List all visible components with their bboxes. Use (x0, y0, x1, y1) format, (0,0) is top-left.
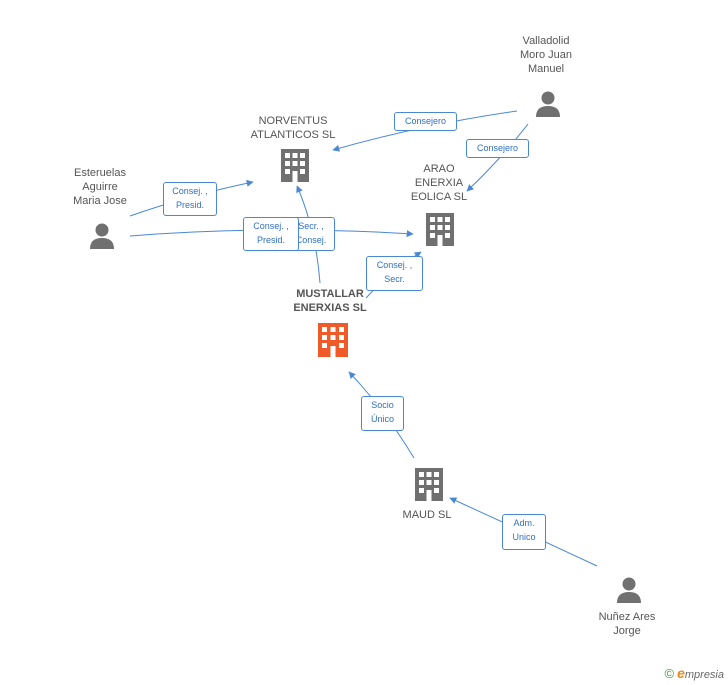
edge-label-valladolid-arao[interactable]: Consejero (466, 139, 529, 158)
brand-name: mpresia (684, 669, 724, 681)
person-icon[interactable] (90, 223, 114, 250)
node-label-esteruelas[interactable]: Esteruelas Aguirre Maria Jose (73, 167, 127, 207)
building-icon[interactable] (281, 149, 309, 182)
edge-label-esteruelas-arao[interactable]: Consej. , Presid. (243, 217, 299, 251)
brand-initial: e (677, 665, 685, 681)
edge-label-maud-mustallar[interactable]: Socio Único (361, 396, 404, 431)
empresia-logo: © empresia (664, 665, 724, 681)
node-label-norventus[interactable]: NORVENTUS ATLANTICOS SL (250, 115, 336, 141)
building-icon[interactable] (415, 468, 443, 501)
edge-label-valladolid-norventus[interactable]: Consejero (394, 112, 457, 131)
edge-label-nunez-maud[interactable]: Adm. Unico (502, 514, 546, 550)
node-label-nunez[interactable]: Nuñez Ares Jorge (598, 611, 656, 637)
copyright-icon: © (664, 665, 675, 681)
node-label-mustallar[interactable]: MUSTALLAR ENERXIAS SL (293, 288, 367, 314)
building-icon[interactable] (426, 213, 454, 246)
edge-label-mustallar-arao[interactable]: Consej. , Secr. (366, 256, 423, 291)
node-label-valladolid[interactable]: Valladolid Moro Juan Manuel (520, 35, 572, 75)
edge-valladolid-arao (466, 123, 529, 192)
node-label-maud[interactable]: MAUD SL (402, 509, 452, 521)
building-icon-main[interactable] (318, 323, 348, 357)
person-icon[interactable] (536, 91, 560, 118)
edge-label-esteruelas-norventus[interactable]: Consej. , Presid. (163, 182, 217, 216)
node-label-arao[interactable]: ARAO ENERXIA EOLICA SL (410, 163, 468, 203)
person-icon[interactable] (617, 577, 641, 604)
